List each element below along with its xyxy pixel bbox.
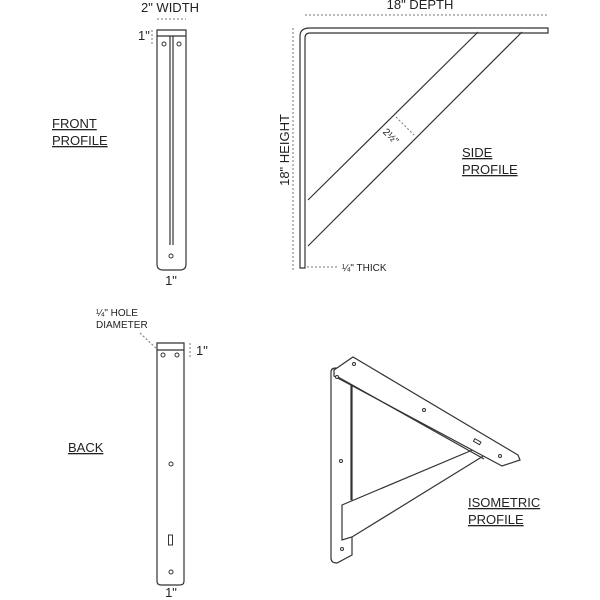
back-view: ¼" HOLE DIAMETER 1" 1" BACK <box>68 307 208 600</box>
thickness-label: ¼" THICK <box>342 262 387 274</box>
iso-brace <box>341 445 486 541</box>
front-title-line1: FRONT <box>52 116 97 131</box>
slot-icon <box>472 437 482 446</box>
hole-icon <box>174 352 180 358</box>
hole-icon <box>340 547 344 551</box>
hole-icon <box>498 454 502 458</box>
slot-icon <box>168 534 173 546</box>
width-label: 2" WIDTH <box>141 0 199 15</box>
back-top-offset-label: 1" <box>196 343 208 358</box>
hole-label-line2: DIAMETER <box>96 320 148 331</box>
front-bottom-label: 1" <box>165 273 177 288</box>
iso-title-line2: PROFILE <box>468 512 524 527</box>
hole-icon <box>160 352 166 358</box>
hole-icon <box>352 362 356 366</box>
front-top-offset-label: 1" <box>138 28 150 43</box>
hole-icon <box>339 459 343 463</box>
brace-upper-edge <box>307 31 479 201</box>
brace-lower-edge <box>307 31 523 247</box>
side-title-line2: PROFILE <box>462 162 518 177</box>
hole-icon <box>168 461 174 467</box>
hole-leader <box>139 332 161 353</box>
hole-label-line1: ¼" HOLE <box>96 307 138 319</box>
hole-icon <box>176 41 182 47</box>
hole-icon <box>168 569 174 575</box>
hole-icon <box>168 253 174 259</box>
isometric-view: ISOMETRIC PROFILE <box>330 356 540 564</box>
back-bottom-label: 1" <box>165 585 177 600</box>
front-plate <box>156 29 187 271</box>
side-frame <box>299 27 549 269</box>
hole-icon <box>422 408 426 412</box>
iso-top-plate <box>333 356 521 467</box>
side-profile-view: 18" DEPTH 18" HEIGHT 2½" ¼" THICK SIDE P… <box>277 0 549 274</box>
front-profile-view: 2" WIDTH 1" 1" FRONT PROFILE <box>52 0 199 288</box>
side-title-line1: SIDE <box>462 145 493 160</box>
hole-icon <box>335 375 339 379</box>
brace-width-label: 2½" <box>380 127 400 147</box>
depth-label: 18" DEPTH <box>387 0 454 12</box>
brace-width-dimension <box>395 116 415 136</box>
hole-icon <box>161 41 167 47</box>
back-title: BACK <box>68 440 104 455</box>
height-label: 18" HEIGHT <box>277 114 292 186</box>
front-title-line2: PROFILE <box>52 133 108 148</box>
iso-title-line1: ISOMETRIC <box>468 495 540 510</box>
